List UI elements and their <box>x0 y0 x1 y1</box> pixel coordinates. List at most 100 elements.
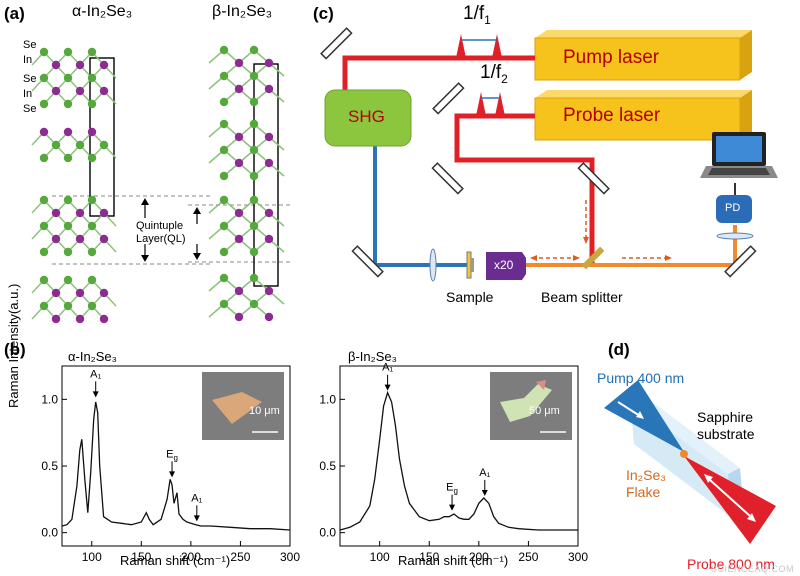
se-atom <box>219 71 229 81</box>
mirrors <box>320 27 757 278</box>
sample-label: Sample <box>446 289 494 305</box>
x-tick-label: 100 <box>82 550 102 564</box>
pd-label: PD <box>725 202 741 214</box>
se-atom <box>39 47 49 57</box>
se-atom <box>249 195 259 205</box>
panel-c-label: (c) <box>313 4 334 23</box>
in-atom <box>234 208 244 218</box>
flake-image-small <box>536 380 546 390</box>
pump-laser-label: Pump laser <box>563 47 660 68</box>
pulse-markers <box>456 34 505 116</box>
chart1-ylabel: Raman Intensity(a.u.) <box>6 283 21 408</box>
in-atom <box>264 132 274 142</box>
chart2-title: β-In₂Se₃ <box>348 349 397 364</box>
y-tick-label: 0.0 <box>319 526 336 540</box>
in-atom <box>264 84 274 94</box>
substrate-label: Sapphire substrate <box>697 409 755 442</box>
se-atom <box>39 99 49 109</box>
y-tick-label: 0.0 <box>41 526 58 540</box>
peak-label: A₁ <box>90 368 101 380</box>
in-atom <box>264 158 274 168</box>
in-atom <box>75 208 85 218</box>
pd-box <box>716 195 752 223</box>
panel-d-label: (d) <box>608 340 630 359</box>
in-atom <box>264 234 274 244</box>
se-atom <box>63 99 73 109</box>
y-tick-label: 0.5 <box>41 459 58 473</box>
pump-label: Pump 400 nm <box>597 370 685 386</box>
objective-label: x20 <box>494 258 514 272</box>
se-atom <box>219 195 229 205</box>
se-atom <box>249 299 259 309</box>
se-atom <box>219 221 229 231</box>
se-atom <box>39 301 49 311</box>
x-tick-label: 150 <box>419 550 439 564</box>
f2-label: 1/f2 <box>480 62 508 86</box>
in-atom <box>264 208 274 218</box>
se-atom <box>219 247 229 257</box>
se-atom <box>39 221 49 231</box>
peak-label: Eg <box>166 448 178 462</box>
se-atom <box>249 145 259 155</box>
se-atom <box>219 97 229 107</box>
return-arrows <box>532 200 670 259</box>
flake-image <box>212 392 262 424</box>
se-atom <box>63 301 73 311</box>
peak-label: A₁ <box>191 492 202 504</box>
inset1-scale: 10 μm <box>249 405 280 417</box>
orange-beam-path <box>525 225 737 267</box>
in-atom <box>39 127 49 137</box>
se-atom <box>249 71 259 81</box>
x-tick-label: 250 <box>518 550 538 564</box>
se-atom <box>39 275 49 285</box>
x-tick-label: 300 <box>568 550 588 564</box>
alpha-title: α-In₂Se₃ <box>72 3 133 20</box>
peak-label: A₁ <box>382 362 393 374</box>
in-atom <box>234 286 244 296</box>
watermark: SCIENCEAQ.COM <box>710 564 794 574</box>
focus-lens <box>429 248 437 282</box>
chart1-title: α-In₂Se₃ <box>68 349 117 364</box>
se-atom <box>99 140 109 150</box>
se-atom <box>39 195 49 205</box>
in-atom <box>99 314 109 324</box>
x-tick-label: 100 <box>370 550 390 564</box>
se-atom <box>219 273 229 283</box>
chart1-xlabel: Raman shift (cm⁻¹) <box>120 553 231 568</box>
crystal-structures <box>31 45 290 324</box>
se-atom <box>219 299 229 309</box>
in-atom <box>264 312 274 322</box>
y-tick-label: 1.0 <box>319 392 336 406</box>
chart-frame-1 <box>61 365 291 547</box>
y-tick-label: 0.5 <box>319 459 336 473</box>
shg-box <box>324 89 412 147</box>
probe-label: Probe 800 nm <box>687 556 775 572</box>
probe-laser-box <box>534 90 752 141</box>
inset2-scale: 50 μm <box>529 405 560 417</box>
x-tick-label: 300 <box>280 550 300 564</box>
se-atom <box>87 301 97 311</box>
in-atom <box>234 132 244 142</box>
se-atom <box>75 140 85 150</box>
sample-holder <box>471 258 474 272</box>
se-atom <box>39 247 49 257</box>
in-atom <box>99 208 109 218</box>
in-atom <box>234 58 244 68</box>
pulse-spacing-markers <box>461 39 500 99</box>
se-atom <box>249 221 259 231</box>
chart-frame-2 <box>339 365 579 547</box>
in-atom <box>234 84 244 94</box>
blue-beam-path <box>373 145 470 267</box>
chart2-xlabel: Raman shift (cm⁻¹) <box>398 553 509 568</box>
in-atom <box>234 158 244 168</box>
panel-a-label: (a) <box>4 4 25 23</box>
se-atom <box>87 247 97 257</box>
pump-laser-box <box>534 30 752 81</box>
se-atom <box>63 47 73 57</box>
in-atom <box>51 208 61 218</box>
x-tick-label: 250 <box>230 550 250 564</box>
se-atom <box>63 153 73 163</box>
beam-splitter-label: Beam splitter <box>541 289 623 305</box>
se-atom <box>63 247 73 257</box>
pump-beam <box>604 380 684 452</box>
